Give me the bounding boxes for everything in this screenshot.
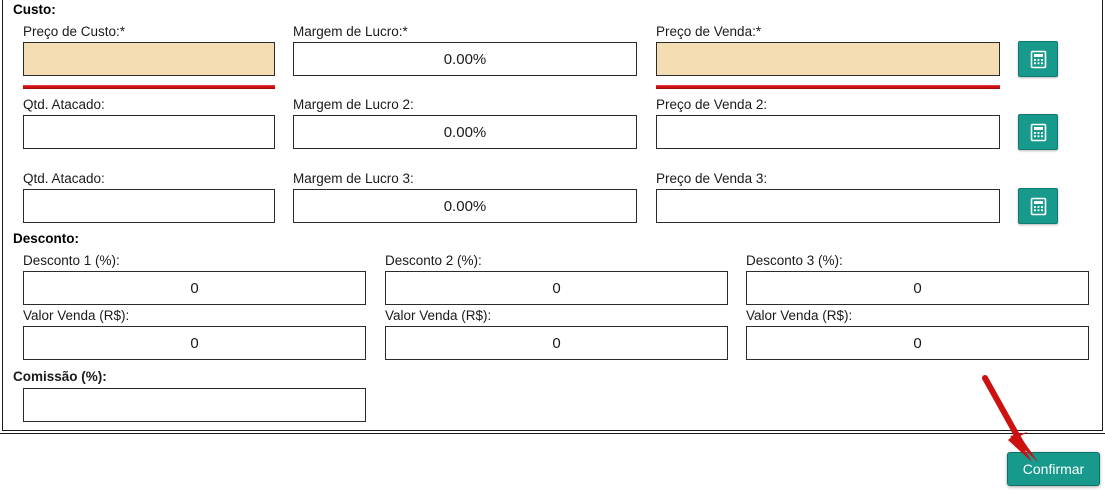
input-margem-de-lucro-2[interactable]: 0.00%: [293, 115, 637, 149]
input-qtd-atacado-2[interactable]: [23, 115, 275, 149]
label-margem-de-lucro-2: Margem de Lucro 2:: [293, 97, 414, 112]
input-desconto-2[interactable]: 0: [385, 271, 728, 305]
input-margem-de-lucro[interactable]: 0.00%: [293, 42, 637, 76]
input-comissao[interactable]: [23, 388, 366, 422]
required-underline-preco-de-custo: [23, 85, 275, 89]
label-comissao: Comissão (%):: [13, 369, 107, 384]
calculator-button-row-1[interactable]: [1018, 41, 1058, 77]
calculator-icon: [1029, 197, 1048, 216]
calculator-button-row-2[interactable]: [1018, 114, 1058, 150]
label-qtd-atacado-2: Qtd. Atacado:: [23, 97, 105, 112]
label-desconto-1: Desconto 1 (%):: [23, 253, 120, 268]
label-preco-de-venda-3: Preço de Venda 3:: [656, 171, 768, 186]
input-preco-de-custo[interactable]: [23, 42, 275, 76]
label-desconto-2: Desconto 2 (%):: [385, 253, 482, 268]
label-valor-venda-3: Valor Venda (R$):: [746, 308, 853, 323]
label-margem-de-lucro-3: Margem de Lucro 3:: [293, 171, 414, 186]
required-underline-preco-de-venda: [656, 85, 1000, 89]
input-margem-de-lucro-3[interactable]: 0.00%: [293, 189, 637, 223]
label-preco-de-venda-2: Preço de Venda 2:: [656, 97, 768, 112]
input-qtd-atacado-3[interactable]: [23, 189, 275, 223]
calculator-icon: [1029, 123, 1048, 142]
label-desconto-3: Desconto 3 (%):: [746, 253, 843, 268]
label-valor-venda-2: Valor Venda (R$):: [385, 308, 492, 323]
input-valor-venda-2[interactable]: 0: [385, 326, 728, 360]
cost-and-discount-panel: Custo: Preço de Custo:* Margem de Lucro:…: [2, 0, 1103, 431]
label-qtd-atacado-3: Qtd. Atacado:: [23, 171, 105, 186]
calculator-icon: [1029, 50, 1048, 69]
input-valor-venda-1[interactable]: 0: [23, 326, 366, 360]
input-preco-de-venda-3[interactable]: [656, 189, 1000, 223]
section-title-desconto: Desconto:: [13, 231, 80, 246]
input-valor-venda-3[interactable]: 0: [746, 326, 1089, 360]
confirm-button[interactable]: Confirmar: [1007, 452, 1100, 486]
label-preco-de-custo: Preço de Custo:*: [23, 24, 126, 39]
label-valor-venda-1: Valor Venda (R$):: [23, 308, 130, 323]
input-desconto-3[interactable]: 0: [746, 271, 1089, 305]
label-preco-de-venda: Preço de Venda:*: [656, 24, 762, 39]
calculator-button-row-3[interactable]: [1018, 188, 1058, 224]
footer-divider: [0, 433, 1105, 434]
section-title-custo: Custo:: [13, 2, 56, 17]
label-margem-de-lucro: Margem de Lucro:*: [293, 24, 408, 39]
input-preco-de-venda[interactable]: [656, 42, 1000, 76]
input-preco-de-venda-2[interactable]: [656, 115, 1000, 149]
input-desconto-1[interactable]: 0: [23, 271, 366, 305]
